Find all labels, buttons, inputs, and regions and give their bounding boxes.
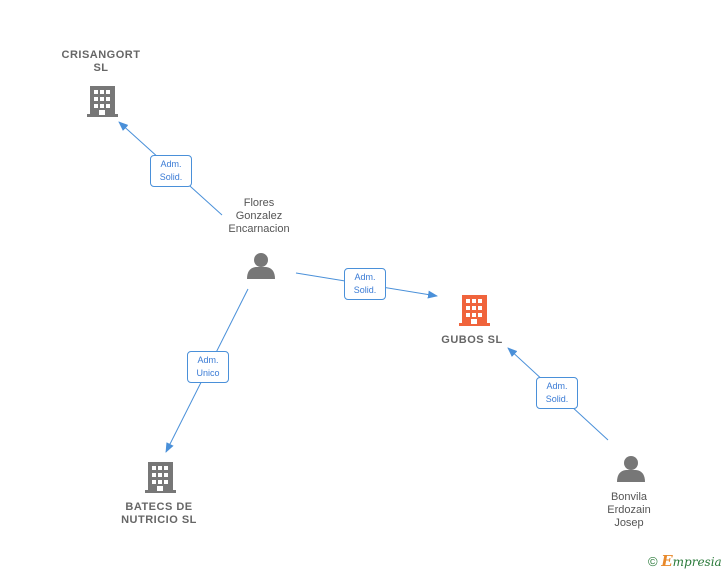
person-icon[interactable] [247,253,275,279]
node-label-crisangort[interactable]: CRISANGORT SL [61,49,141,74]
node-label-batecs[interactable]: BATECS DE NUTRICIO SL [121,501,197,526]
copyright-icon: © [648,554,658,569]
person-icon[interactable] [617,456,645,482]
edge-label-flores-gubos: Adm. Solid. [344,268,386,300]
node-label-gubos[interactable]: GUBOS SL [441,334,503,346]
edge-label-flores-batecs: Adm. Unico [187,351,229,383]
building-icon[interactable] [87,86,118,117]
brand-logo[interactable]: Empresia [661,552,722,570]
edge-label-bonvila-gubos: Adm. Solid. [536,377,578,409]
building-icon[interactable] [459,295,490,326]
node-label-bonvila[interactable]: Bonvila Erdozain Josep [607,491,651,529]
footer-credit[interactable]: © Empresia [648,552,722,570]
building-icon[interactable] [145,462,176,493]
edge-label-flores-crisangort: Adm. Solid. [150,155,192,187]
node-label-flores[interactable]: Flores Gonzalez Encarnacion [228,197,290,235]
